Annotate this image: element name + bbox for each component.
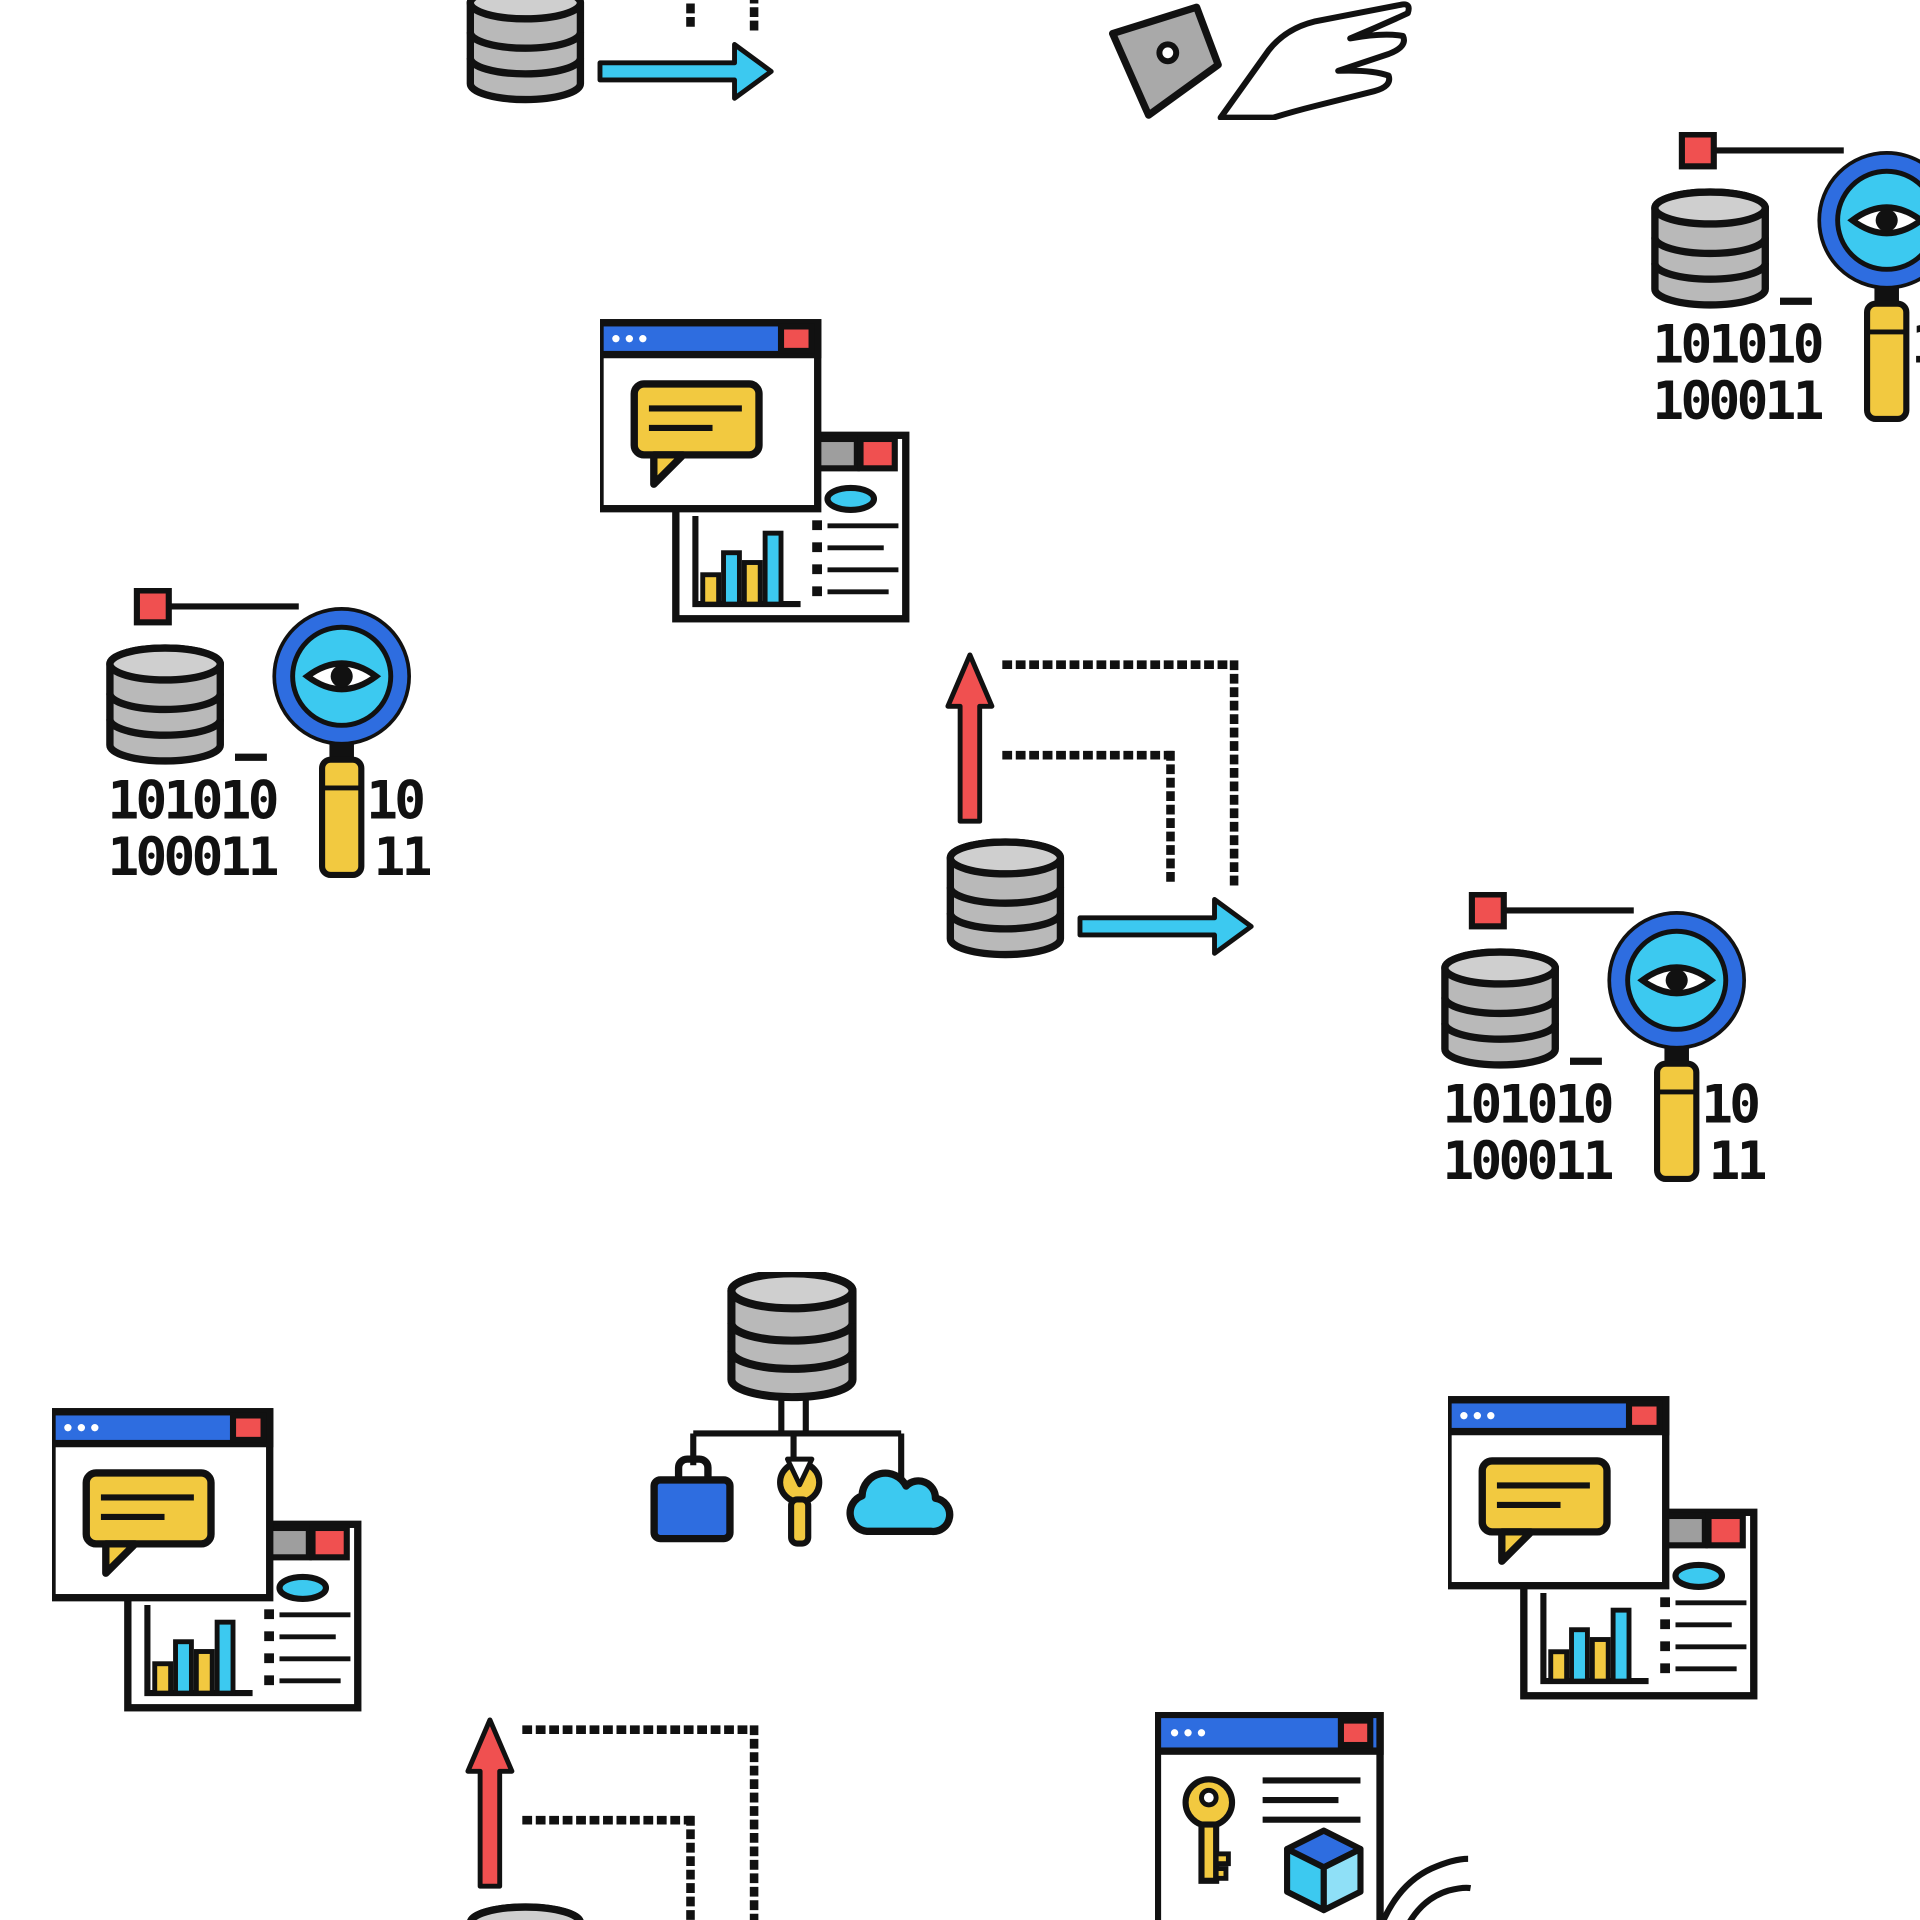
pen-hand-icon-top-partial <box>1103 0 1415 120</box>
data-sources-icon <box>637 1272 955 1590</box>
data-search-icon-top-right <box>1650 132 1920 457</box>
data-search-icon-right <box>1440 892 1765 1217</box>
data-search-icon-left <box>105 588 430 913</box>
feedback-windows-icon-top <box>600 313 918 631</box>
secure-access-icon-bottom-partial <box>1155 1712 1473 1920</box>
data-flow-icon-top-partial <box>463 0 781 113</box>
data-flow-icon-bottom-partial <box>463 1715 781 1920</box>
feedback-windows-icon-bottom-right <box>1448 1390 1766 1708</box>
data-flow-icon-center <box>943 650 1261 968</box>
feedback-windows-icon-bottom-left <box>52 1402 370 1720</box>
